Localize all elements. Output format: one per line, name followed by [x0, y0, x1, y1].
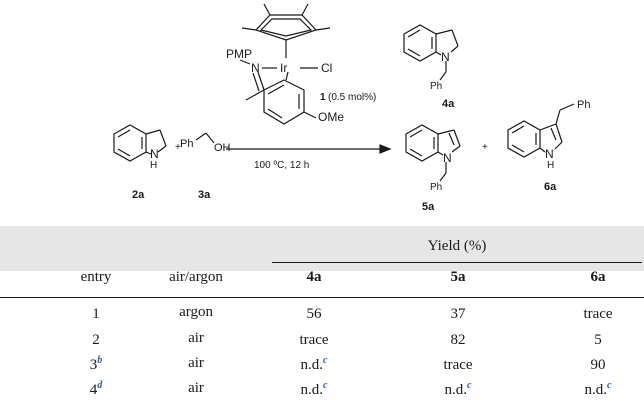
reactant-2a-h: H	[150, 160, 157, 171]
yield-group-header: Yield (%)	[427, 238, 487, 254]
product-6a-n: N	[545, 147, 554, 161]
reactant-2a-label: 2a	[132, 189, 145, 201]
product-6a-ph: Ph	[577, 99, 590, 111]
plus-sign-1: +	[175, 142, 181, 153]
reactant-3a-label: 3a	[198, 189, 211, 201]
product-4a-label: 4a	[442, 98, 455, 110]
benzyl-alcohol-3a-structure	[195, 132, 215, 144]
chloride-label: Cl	[321, 61, 332, 75]
indoline-2a-structure	[113, 124, 167, 162]
product-5a-n: N	[443, 151, 452, 165]
reactant-2a-n: N	[150, 147, 159, 161]
product-6a-h: H	[547, 160, 554, 171]
product-5a-ph: Ph	[430, 182, 442, 193]
yield-table: Yield (%) entry air/argon 4a 5a 6a 1 arg…	[0, 226, 644, 409]
product-6a-label: 6a	[544, 181, 557, 193]
reaction-arrowhead	[379, 144, 392, 154]
iridium-label: Ir	[280, 61, 287, 75]
product-5a-label: 5a	[422, 201, 435, 213]
reactant-3a-ph: Ph	[180, 138, 193, 150]
product-4a-n: N	[441, 50, 450, 64]
n-benzylindole-5a-structure	[405, 124, 461, 182]
methoxy-label: OMe	[318, 110, 344, 124]
catalyst-structure	[239, 3, 331, 125]
reaction-scheme: PMP N Ir Cl OMe 1 (0.5 mol%) 100 ºC, 12 …	[113, 3, 590, 213]
reaction-conditions: 100 ºC, 12 h	[254, 160, 309, 171]
n-benzylindoline-4a-structure	[403, 24, 459, 81]
group-header-rule	[272, 262, 642, 263]
header-bottom-rule	[0, 297, 644, 298]
reactant-3a-oh: OH	[214, 142, 231, 154]
product-4a-ph: Ph	[430, 81, 442, 92]
3-benzylindole-6a-structure	[507, 103, 575, 158]
catalyst-loading: (0.5 mol%)	[328, 92, 376, 103]
catalyst-n-label: N	[251, 61, 260, 75]
pmp-label: PMP	[226, 47, 252, 61]
catalyst-label: 1	[320, 92, 326, 103]
table-header-band	[0, 226, 644, 271]
plus-sign-2: +	[482, 142, 488, 153]
